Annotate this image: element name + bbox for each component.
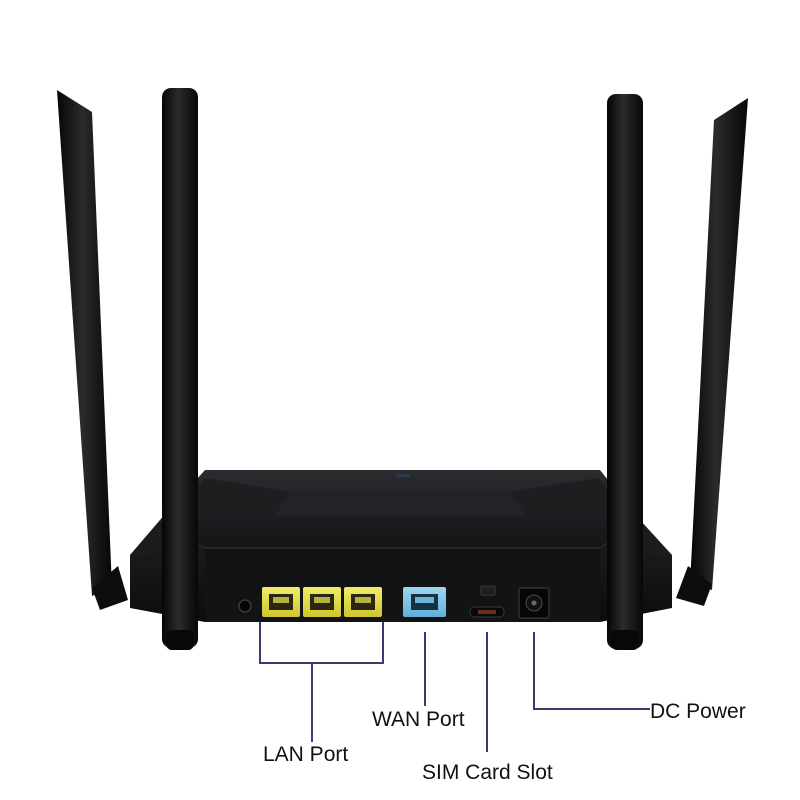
antenna-far-right — [676, 98, 748, 606]
lan-ports — [262, 587, 382, 617]
antenna-far-left — [57, 90, 128, 610]
sim-card-slot-label: SIM Card Slot — [422, 761, 553, 784]
lan-port-1 — [262, 587, 300, 617]
dc-power-label: DC Power — [650, 700, 746, 723]
lan-port-2 — [303, 587, 341, 617]
wan-port — [403, 587, 446, 617]
sim-card-slot — [469, 585, 505, 618]
reset-button — [238, 599, 252, 613]
router-body — [130, 470, 672, 622]
dc-power-jack — [518, 587, 550, 619]
dc-leader-line — [533, 632, 650, 710]
lan-port-label: LAN Port — [263, 743, 349, 766]
antenna-left — [162, 88, 198, 650]
lan-port-3 — [344, 587, 382, 617]
antenna-right — [607, 94, 643, 650]
lan-leader-line — [259, 622, 384, 742]
wan-port-label: WAN Port — [372, 708, 465, 731]
